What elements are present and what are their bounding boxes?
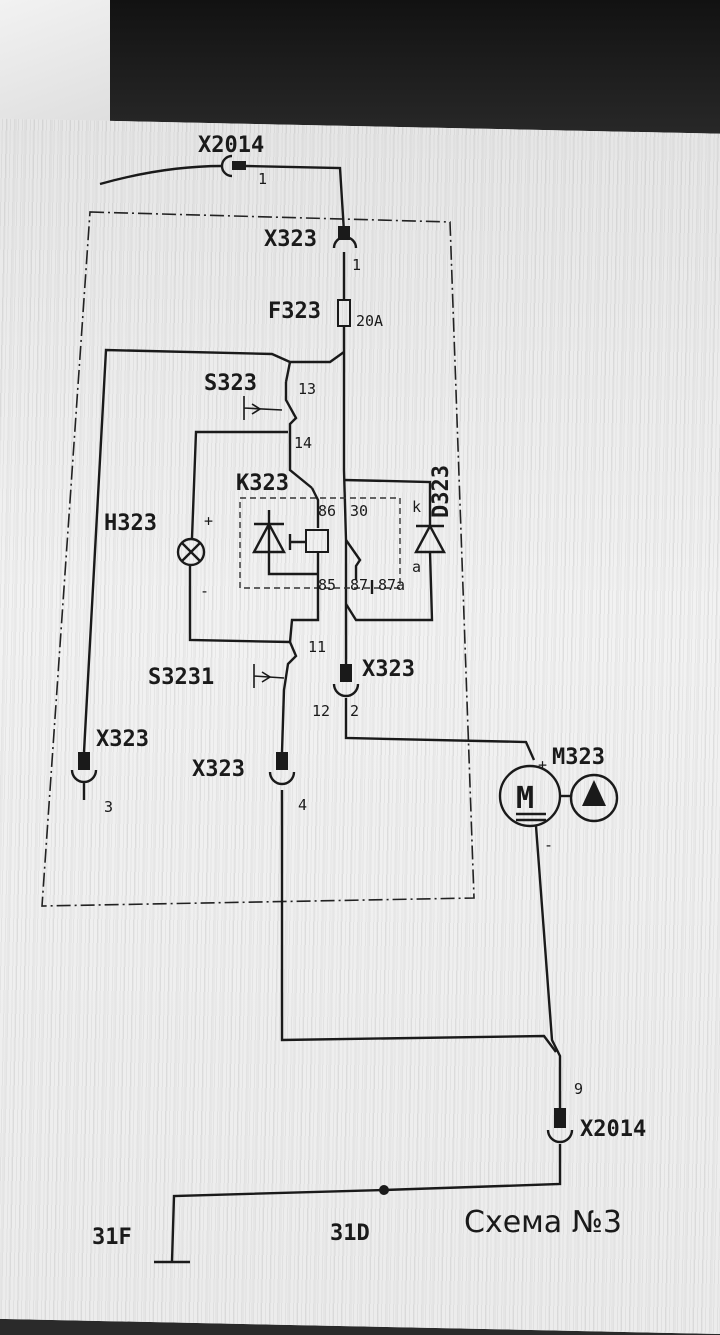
pin-relay-85: 85 <box>318 576 336 594</box>
relay-diode-symbol <box>251 510 318 576</box>
connector-x323-left-pin <box>78 752 90 770</box>
connector-x2014-bottom-symbol <box>546 1129 574 1144</box>
label-fuse-rating: 20A <box>356 312 383 330</box>
pump-arrow-icon <box>582 780 606 806</box>
pin-x323-mid-12: 12 <box>312 702 330 720</box>
relay-contact-arm <box>345 539 362 580</box>
schematic-diagram: X2014 1 X323 1 F323 20A S323 13 14 H323 … <box>41 133 647 1264</box>
connector-x2014-top-symbol <box>220 154 233 178</box>
wire-relay-86 <box>310 487 320 528</box>
pin-x323-mid-2: 2 <box>350 702 359 720</box>
wire-diode-top <box>343 478 432 526</box>
connector-x2014-bottom-pin <box>554 1108 566 1128</box>
diagram-caption: Схема №3 <box>464 1205 622 1240</box>
label-switch-s323: S323 <box>204 371 257 396</box>
diode-cathode: k <box>412 498 421 516</box>
pin-x323-left: 3 <box>104 798 113 816</box>
switch-s323-actuator <box>243 396 283 420</box>
pin-switch-s323-14: 14 <box>294 434 312 452</box>
label-x2014-bottom: X2014 <box>580 1117 646 1142</box>
pin-switch-s323-13: 13 <box>298 380 316 398</box>
connector-x323-mid-symbol <box>332 683 360 698</box>
switch-s3231-contact <box>280 641 298 753</box>
label-x323-top: X323 <box>264 227 317 252</box>
wire-branch-switch-feed <box>284 361 292 383</box>
module-boundary <box>41 211 475 907</box>
lamp-h323-cross <box>181 542 201 562</box>
label-x323-left: X323 <box>96 727 149 752</box>
motor-plus: + <box>538 756 547 774</box>
pin-x2014-top: 1 <box>258 170 267 188</box>
pin-relay-30: 30 <box>350 502 368 520</box>
relay-k323-box <box>239 497 401 589</box>
label-x2014-top: X2014 <box>198 133 264 158</box>
junction-31d <box>379 1185 389 1195</box>
relay-k323-coil <box>305 529 329 553</box>
connector-x323-center-symbol <box>268 771 296 786</box>
pin-switch-s3231: 11 <box>308 638 326 656</box>
pin-x2014-bottom: 9 <box>574 1080 583 1098</box>
lamp-minus: - <box>200 582 209 600</box>
motor-symbol: M <box>516 781 534 816</box>
label-motor: M323 <box>552 745 605 770</box>
pin-relay-86: 86 <box>318 502 336 520</box>
diode-d323-symbol <box>413 523 447 554</box>
pin-x323-center: 4 <box>298 796 307 814</box>
connector-x323-center-pin <box>276 752 288 770</box>
label-fuse: F323 <box>268 299 321 324</box>
lamp-plus: + <box>204 512 213 530</box>
switch-s323-arrow <box>251 403 262 415</box>
wire-relay-85 <box>288 552 320 643</box>
diode-anode: a <box>412 558 421 576</box>
label-x323-center: X323 <box>192 757 245 782</box>
wire-top-feed <box>99 164 346 233</box>
wire-motor-feed <box>344 698 536 761</box>
label-x323-mid: X323 <box>362 657 415 682</box>
lamp-h323 <box>176 537 206 567</box>
switch-s323-contact <box>284 382 313 489</box>
wire-x323-center-return <box>280 790 557 1053</box>
pump-symbol <box>569 773 619 823</box>
motor-underline <box>516 812 546 822</box>
wire-lamp-return <box>188 566 291 644</box>
wire-branch-left <box>82 348 345 753</box>
label-lamp: H323 <box>104 511 157 536</box>
label-ground-31f: 31F <box>92 1225 132 1250</box>
connector-x323-top-symbol <box>332 235 358 249</box>
label-relay: K323 <box>236 471 289 496</box>
wire-main-vertical <box>342 252 348 664</box>
pin-relay-87: 87 <box>350 576 368 594</box>
label-diode: D323 <box>429 465 454 518</box>
connector-x323-mid-pin <box>340 664 352 682</box>
wire-motor-return <box>534 825 562 1108</box>
wire-lamp-feed <box>190 430 288 539</box>
pin-x323-top: 1 <box>352 256 361 274</box>
wire-diode-bottom <box>344 551 434 622</box>
label-switch-s3231: S3231 <box>148 665 214 690</box>
switch-s3231-arrow <box>261 671 272 683</box>
fuse-f323 <box>337 299 351 327</box>
connector-x323-left-symbol <box>70 769 98 800</box>
label-ground-31d: 31D <box>330 1221 370 1246</box>
motor-minus: - <box>544 836 553 854</box>
connector-x2014-top-pin <box>232 161 246 170</box>
pin-relay-87a: 87a <box>378 576 405 594</box>
relay-coil-bar <box>288 534 306 550</box>
